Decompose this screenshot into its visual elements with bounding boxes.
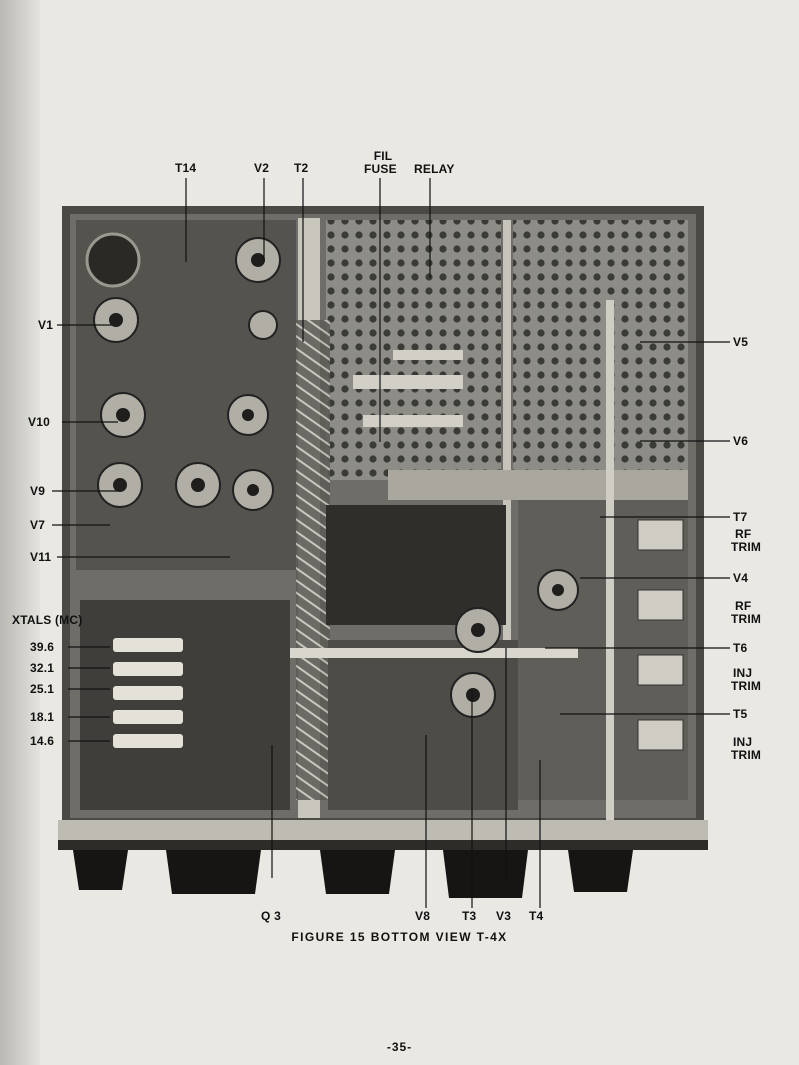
label-v2: V2	[254, 161, 270, 175]
label-fil: FIL	[373, 149, 393, 163]
label-t14: T14	[175, 161, 197, 175]
label-t5: T5	[733, 707, 748, 721]
label-xtal-18-1: 18.1	[30, 710, 55, 724]
label-q3: Q 3	[261, 909, 281, 923]
chassis-bottom-view-photo	[58, 206, 708, 898]
label-v1: V1	[38, 318, 54, 332]
label-xtal-39-6: 39.6	[30, 640, 55, 654]
label-v6: V6	[733, 434, 749, 448]
page-number: -35-	[386, 1040, 413, 1054]
label-v9: V9	[30, 484, 46, 498]
label-trim-b: TRIM	[731, 612, 762, 626]
label-v10: V10	[28, 415, 50, 429]
label-rf-b: RF	[735, 599, 752, 613]
label-xtal-25-1: 25.1	[30, 682, 55, 696]
label-t6: T6	[733, 641, 748, 655]
label-v11: V11	[30, 550, 52, 564]
label-t4: T4	[529, 909, 544, 923]
label-xtal-14-6: 14.6	[30, 734, 55, 748]
label-v3: V3	[496, 909, 512, 923]
label-rf-a: RF	[735, 527, 752, 541]
label-v7: V7	[30, 518, 46, 532]
label-v5: V5	[733, 335, 749, 349]
label-v8: V8	[415, 909, 431, 923]
label-t3: T3	[462, 909, 477, 923]
label-fuse: FUSE	[364, 162, 397, 176]
label-xtals: XTALS (MC)	[12, 613, 83, 627]
label-trim-a: TRIM	[731, 540, 762, 554]
label-inj-a: INJ	[733, 666, 753, 680]
label-t7: T7	[733, 510, 748, 524]
label-v4: V4	[733, 571, 749, 585]
figure-caption: FIGURE 15 BOTTOM VIEW T-4X	[291, 930, 508, 944]
page-binding-shadow	[0, 0, 40, 1065]
label-relay: RELAY	[414, 162, 455, 176]
label-inj-b: INJ	[733, 735, 753, 749]
label-t2: T2	[294, 161, 309, 175]
label-xtal-32-1: 32.1	[30, 661, 55, 675]
label-trim-d: TRIM	[731, 748, 762, 762]
label-trim-c: TRIM	[731, 679, 762, 693]
